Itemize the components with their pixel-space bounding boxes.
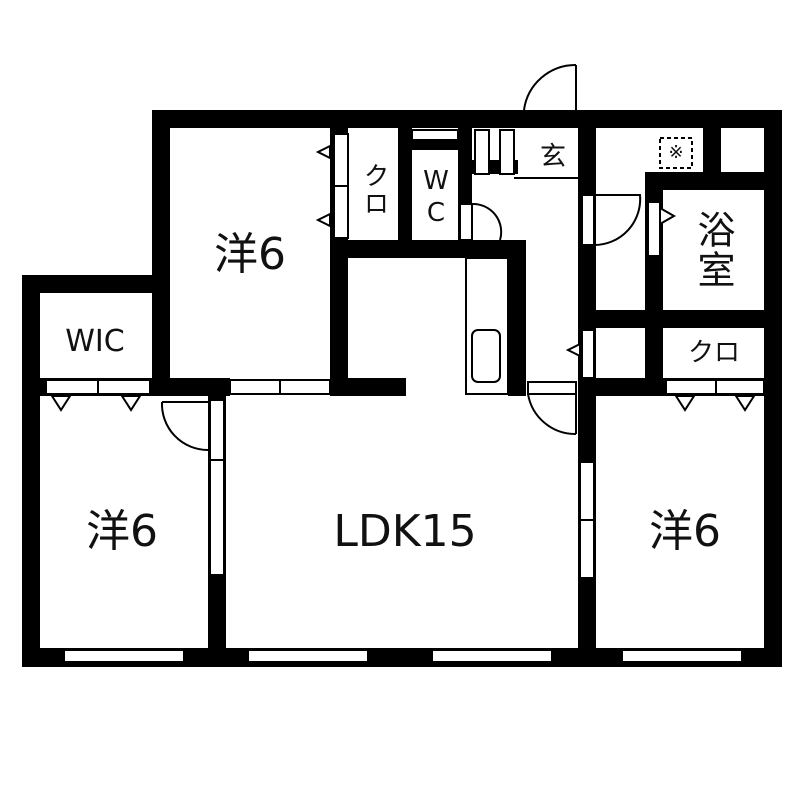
room-label-wc: WC (421, 166, 451, 230)
washer-symbol: ※ (668, 142, 684, 163)
room-label-wic: WIC (65, 324, 125, 359)
room-label-ldk: LDK15 (333, 506, 477, 557)
room-label-closet-2: クロ (687, 338, 741, 368)
closet-triangles (50, 144, 756, 412)
room-label-bath: 浴室 (691, 210, 735, 290)
windows (63, 649, 743, 663)
room-label-western-1: 洋6 (86, 506, 158, 557)
room-label-entrance: 玄 (539, 142, 567, 172)
door-swings (160, 63, 642, 452)
room-label-closet-1: クロ (359, 162, 389, 218)
room-label-western-3: 洋6 (649, 506, 721, 557)
sliding-doors (45, 129, 765, 579)
room-label-western-2: 洋6 (214, 229, 286, 280)
washer-icon (659, 137, 693, 169)
